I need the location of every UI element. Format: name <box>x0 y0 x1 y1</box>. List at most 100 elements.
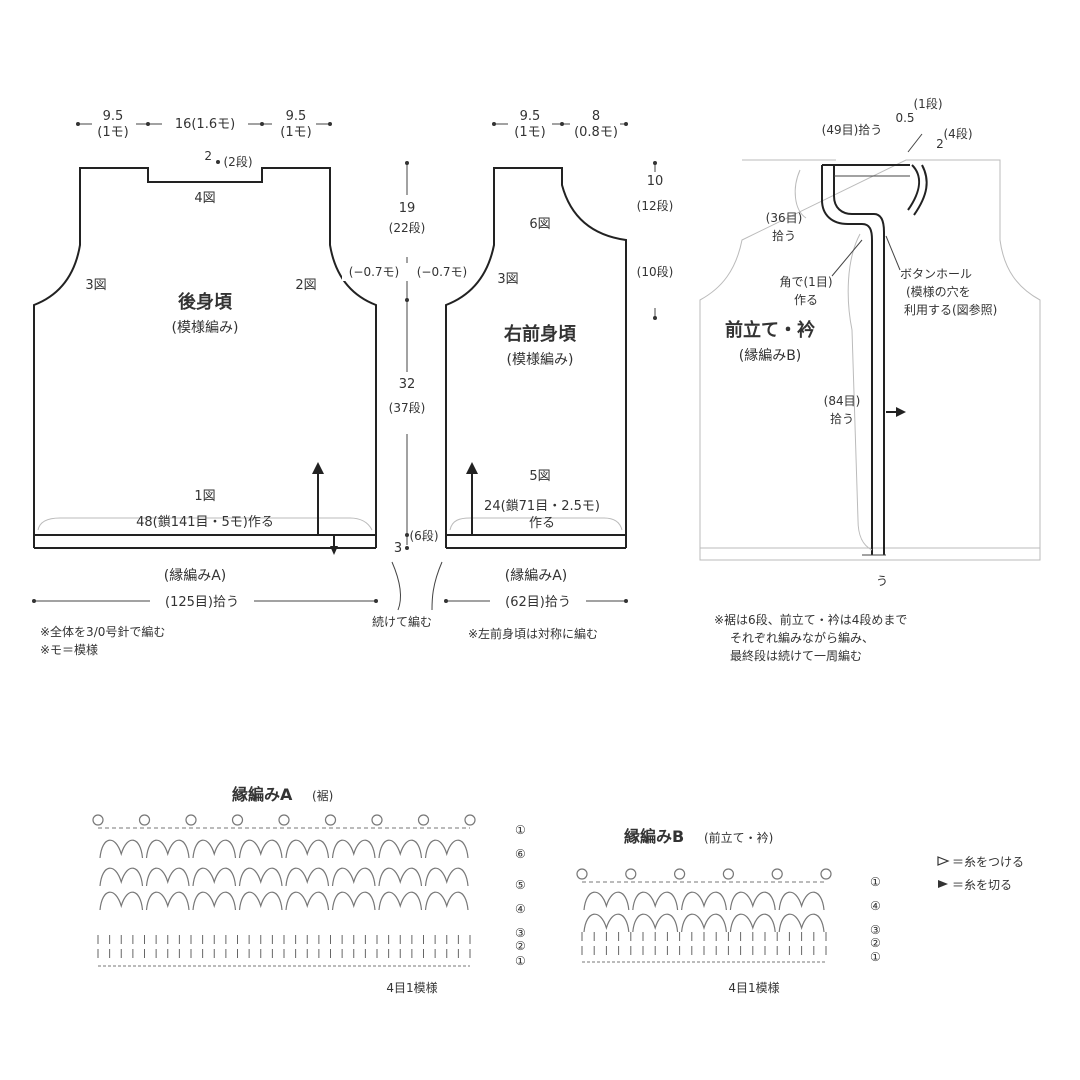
fan-stitch <box>99 891 144 911</box>
back-mark-3: 3図 <box>85 278 106 293</box>
band-top-pickup: (49目)拾う <box>822 122 883 137</box>
chart-a-row-label: ⑤ <box>515 878 526 892</box>
legend-attach: ＝糸をつける <box>952 855 1024 869</box>
band-dim-b-rows: (4段) <box>944 126 973 141</box>
chart-b-title: 縁編みB <box>624 827 684 846</box>
fan-stitch <box>285 867 330 887</box>
fan-stitch <box>729 891 776 911</box>
band-dim-b: 2 <box>936 137 944 151</box>
back-title: 後身頃 <box>178 291 233 313</box>
fan-stitch <box>192 839 237 859</box>
band-neck-pickup: (36目) <box>766 211 803 225</box>
armhole-rows: (22段) <box>389 220 426 235</box>
fan-stitch <box>424 891 469 911</box>
back-body-panel: 9.5 (1モ) 16(1.6モ) 9.5 (1モ) 2 (2段) 4図 3図 … <box>32 108 378 657</box>
chart-a-repeat: 4目1模様 <box>386 981 437 995</box>
fan-stitch <box>378 839 423 859</box>
stitch-chart-a: 縁編みA (裾) ① ⑥ ⑤ ④ ③ ② ① 4目1模様 <box>92 785 526 995</box>
fan-stitch <box>238 891 283 911</box>
back-dim-right-unit: (1モ) <box>280 125 311 140</box>
front-band-panel: (49目)拾う 0.5 (1段) 2 (4段) (36目) 拾う 角で(1目) … <box>699 96 1041 663</box>
fan-stitch <box>145 839 190 859</box>
front-title: 右前身頃 <box>504 323 577 345</box>
fan-stitch <box>378 891 423 911</box>
back-dim-right: 9.5 <box>286 109 307 124</box>
picot <box>722 868 735 880</box>
fan-stitch <box>778 891 825 911</box>
fan-stitch <box>331 867 376 887</box>
chart-a-title-sub: (裾) <box>312 788 333 803</box>
fan-stitch <box>681 891 727 911</box>
band-corner-2: 作る <box>794 293 818 307</box>
front-cast-on-2: 作る <box>529 516 555 531</box>
cut-yarn-icon <box>938 880 948 888</box>
band-front-pickup: (84目) <box>824 394 861 408</box>
picot <box>820 868 832 880</box>
band-dim-a: 0.5 <box>895 111 914 125</box>
back-dim-left: 9.5 <box>103 109 124 124</box>
picot <box>673 868 686 880</box>
attach-yarn-icon <box>937 856 950 866</box>
band-front-pickup-2: 拾う <box>830 411 854 426</box>
band-button-hole: ボタンホール <box>900 267 972 281</box>
continue-note: 続けて編む <box>372 614 432 629</box>
chart-b-title-sub: (前立て・衿) <box>704 830 773 845</box>
back-mark-4: 4図 <box>194 191 215 206</box>
chart-b-row-label: ① <box>870 875 881 889</box>
fan-stitch <box>192 891 237 911</box>
fan-stitch <box>145 891 190 911</box>
band-note-2: それぞれ編みながら編み、 <box>730 630 874 645</box>
chart-b-stitches <box>576 868 832 963</box>
stitch-chart-b: 縁編みB (前立て・衿) ① ④ ③ ② ① 4目1模様 <box>576 827 881 995</box>
fan-stitch <box>378 867 423 887</box>
fan-stitch <box>632 891 679 911</box>
picot <box>464 814 476 826</box>
front-mark-3: 3図 <box>497 272 518 287</box>
chart-a-row-label: ⑥ <box>515 847 526 861</box>
front-dim-right-unit: (0.8モ) <box>574 125 618 140</box>
legend-cut: ＝糸を切る <box>952 878 1012 892</box>
body-height: 32 <box>399 377 416 392</box>
picot <box>231 814 244 826</box>
front-edge-label: (縁編みA) <box>505 568 568 584</box>
fan-stitch <box>99 867 144 887</box>
picot <box>278 814 290 826</box>
front-mark-6: 6図 <box>529 217 550 232</box>
dec-left: (−0.7モ) <box>349 265 400 279</box>
band-corner: 角で(1目) <box>780 275 833 289</box>
chart-a-title: 縁編みA <box>232 785 293 804</box>
note-pattern: ※モ＝模様 <box>40 643 98 657</box>
picot <box>417 814 430 826</box>
chart-a-row-label: ① <box>515 954 526 968</box>
fan-stitch <box>285 839 330 859</box>
fan-stitch <box>681 913 727 933</box>
center-dimensions: 19 (22段) (−0.7モ) (−0.7モ) 32 (37段) 3 (6段)… <box>342 161 472 629</box>
back-subtitle: (模様編み) <box>172 320 239 336</box>
edge-rows: (6段) <box>410 528 439 543</box>
chart-a-row-label: ③ <box>515 926 526 940</box>
picot <box>625 868 637 880</box>
front-neck-height: 10 <box>647 174 664 189</box>
picot <box>92 814 104 826</box>
chart-a-stitches <box>92 814 476 967</box>
right-front-panel: 9.5 (1モ) 8 (0.8モ) 6図 3図 右前身頃 (模様編み) 5図 2… <box>444 108 673 641</box>
chart-b-row-label: ② <box>870 936 881 950</box>
back-neck-rows-unit: (2段) <box>224 154 253 169</box>
chart-a-row-label: ① <box>515 823 526 837</box>
front-mark-5: 5図 <box>529 469 550 484</box>
picot <box>185 814 197 826</box>
fan-stitch <box>778 913 825 933</box>
front-dim-right: 8 <box>592 109 600 124</box>
band-dim-a-rows: (1段) <box>914 96 943 111</box>
front-symmetry-note: ※左前身頃は対称に編む <box>468 626 598 641</box>
back-mark-1: 1図 <box>194 489 215 504</box>
band-title: 前立て・衿 <box>725 319 815 341</box>
fan-stitch <box>238 867 283 887</box>
back-dim-neck: 16(1.6モ) <box>175 117 235 132</box>
chart-a-row-label: ④ <box>515 902 526 916</box>
picot <box>138 814 151 826</box>
fan-stitch <box>729 913 776 933</box>
front-pickup: (62目)拾う <box>505 595 571 610</box>
band-subtitle: (縁編みB) <box>739 348 802 364</box>
